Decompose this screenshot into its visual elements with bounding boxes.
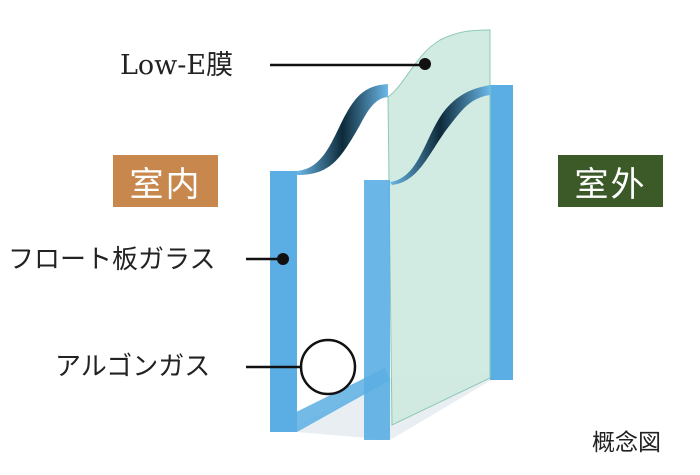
indoor-badge: 室内 — [113, 155, 218, 207]
low-e-pane — [387, 29, 491, 426]
outdoor-badge: 室外 — [558, 155, 663, 207]
float-glass-dot — [277, 253, 289, 265]
low-e-dot — [419, 58, 431, 70]
argon-label: アルゴンガス — [55, 352, 211, 382]
middle-pane-edge — [364, 180, 390, 440]
bottom-spacer — [270, 368, 390, 432]
low-e-label: Low-E膜 — [120, 50, 234, 81]
float-glass-label: フロート板ガラス — [8, 245, 216, 275]
argon-circle — [299, 338, 357, 396]
concept-caption: 概念図 — [592, 430, 661, 456]
inner-pane-edge — [270, 171, 297, 432]
wave-ribbon-front — [297, 84, 388, 175]
wave-ribbon-back — [390, 85, 490, 185]
outer-pane-edge — [490, 85, 513, 380]
